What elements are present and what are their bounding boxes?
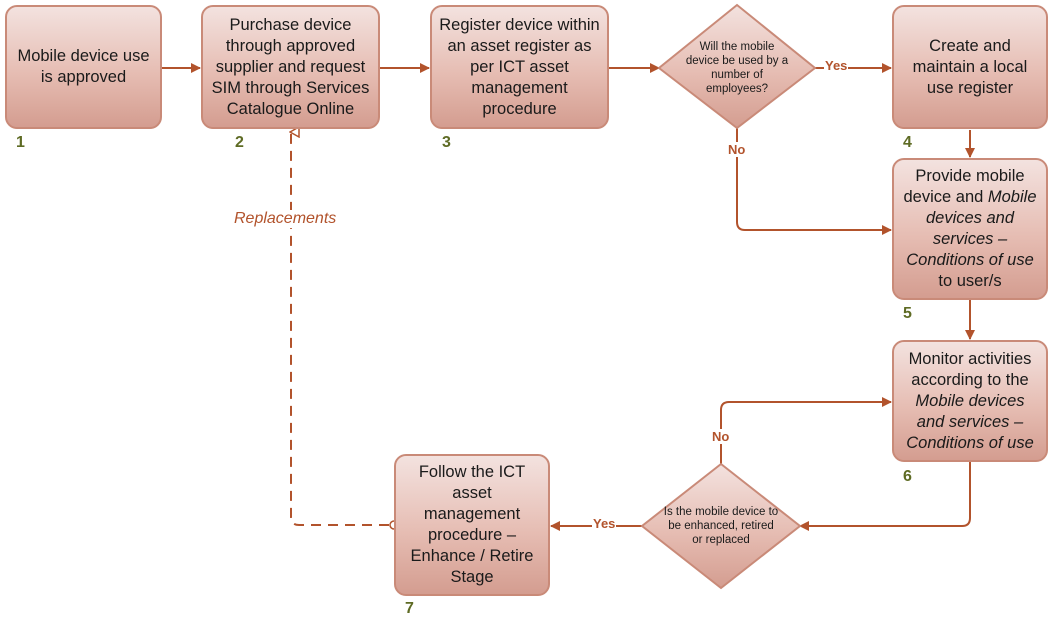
connector-replacements (291, 132, 389, 526)
step-6-text-plain: Monitor activities according to the (908, 349, 1032, 389)
decision-enhance-retire-text: Is the mobile device to be enhanced, ret… (663, 506, 779, 546)
step-1-box[interactable]: Mobile device use is approved (5, 5, 162, 129)
step-5-text-italic: Mobile devices and services – Conditions… (906, 188, 1037, 269)
step-5-text: Provide mobile device and Mobile devices… (900, 166, 1040, 292)
step-5-text-plain: Provide mobile device and (903, 167, 1025, 206)
decision-shape-enhance-retire (640, 462, 802, 590)
step-5-text-tail: to user/s (938, 272, 1002, 290)
decision-shared-use-no-label: No (727, 142, 747, 157)
step-3-box[interactable]: Register device within an asset register… (430, 5, 609, 129)
connector-decision2-no (720, 397, 892, 464)
decision-shared-use-yes-label: Yes (824, 58, 849, 73)
connector-decision1-no (736, 128, 892, 235)
decision-enhance-retire-no-label: No (711, 429, 731, 444)
step-1-text: Mobile device use is approved (17, 47, 150, 86)
step-4-number: 4 (903, 134, 912, 151)
step-6-box[interactable]: Monitor activities according to the Mobi… (892, 340, 1048, 462)
replacements-label: Replacements (234, 210, 337, 228)
step-5-box[interactable]: Provide mobile device and Mobile devices… (892, 158, 1048, 300)
step-6-text: Monitor activities according to the Mobi… (900, 349, 1040, 454)
step-1-number: 1 (16, 134, 25, 151)
step-2-text: Purchase device through approved supplie… (211, 15, 370, 118)
step-2-box[interactable]: Purchase device through approved supplie… (201, 5, 380, 129)
step-2-number: 2 (235, 134, 244, 151)
step-7-box[interactable]: Follow the ICT asset management procedur… (394, 454, 550, 596)
decision-enhance-retire-yes-label: Yes (592, 516, 617, 531)
step-3-text: Register device within an asset register… (439, 15, 600, 118)
step-4-box[interactable]: Create and maintain a local use register (892, 5, 1048, 129)
connector-6-decision2 (799, 462, 971, 531)
step-6-number: 6 (903, 468, 912, 485)
decision-shape-shared-use (657, 3, 817, 130)
step-7-text: Follow the ICT asset management procedur… (410, 463, 534, 586)
step-7-number: 7 (405, 600, 414, 617)
step-3-number: 3 (442, 134, 451, 151)
decision-shared-use-text: Will the mobile device be used by a numb… (685, 41, 789, 95)
step-5-number: 5 (903, 305, 912, 322)
step-6-text-italic: Mobile devices and services – Conditions… (906, 391, 1034, 452)
step-4-text: Create and maintain a local use register (912, 36, 1028, 97)
